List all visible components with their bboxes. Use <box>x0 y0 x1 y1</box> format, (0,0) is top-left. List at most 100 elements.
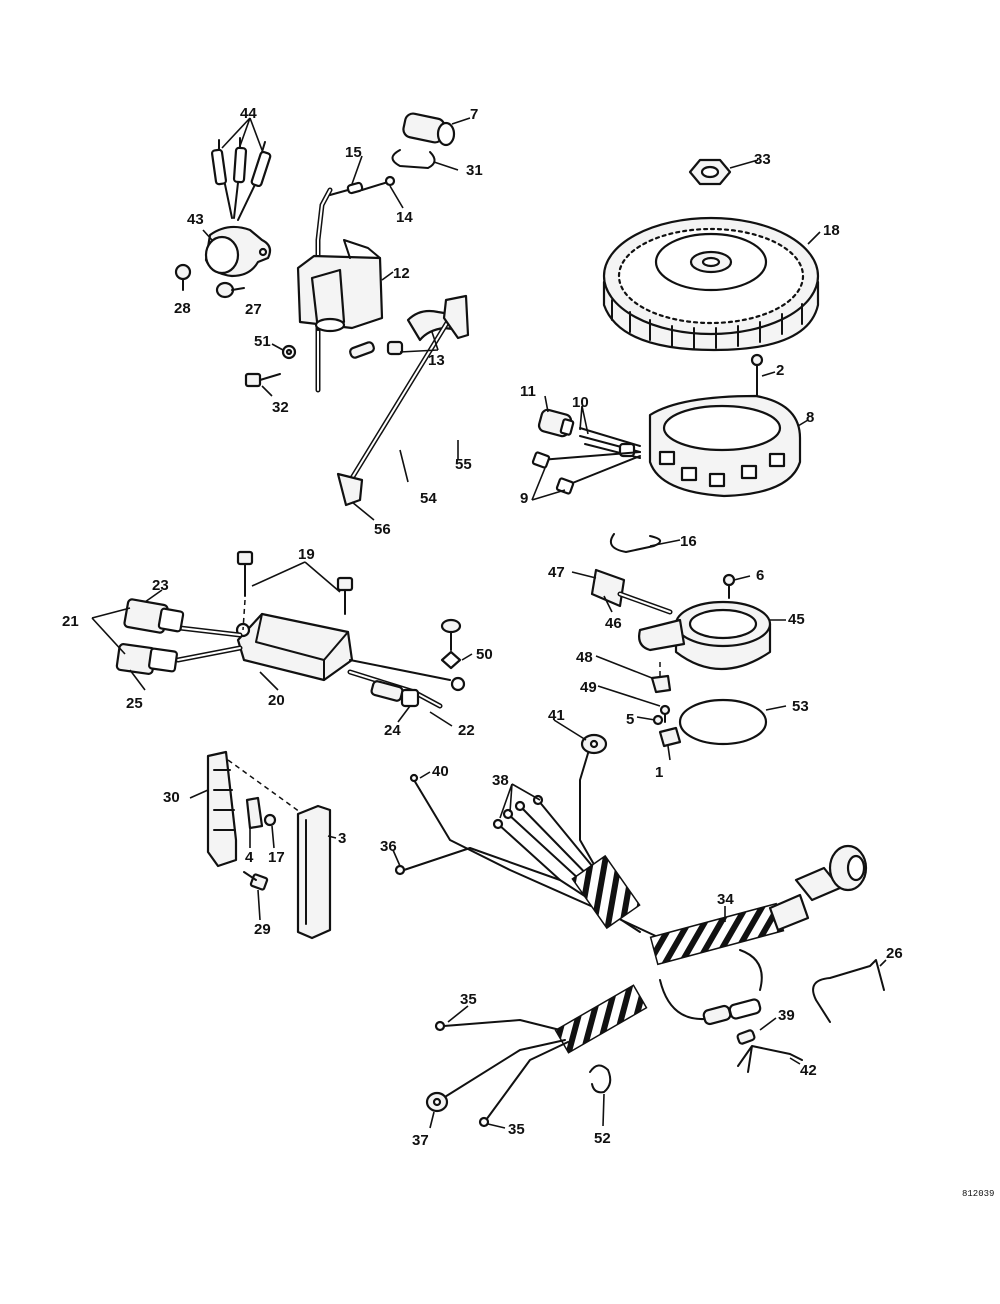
sleeve-13 <box>349 340 404 359</box>
screw-19 <box>236 550 354 615</box>
leader-lines <box>91 117 887 1129</box>
lead-36 <box>394 864 406 876</box>
callout-29: 29 <box>254 921 271 938</box>
screw-29 <box>243 871 269 891</box>
harness-branch-35-37 <box>425 984 648 1128</box>
terminal-block-30 <box>206 750 238 868</box>
connector-46-47 <box>590 568 673 615</box>
coil-lead-wire-15 <box>329 181 364 196</box>
callout-53: 53 <box>792 698 809 715</box>
washer-51 <box>281 344 297 360</box>
callout-36: 36 <box>380 838 397 855</box>
clip-4 <box>245 796 264 830</box>
callout-9: 9 <box>520 490 528 507</box>
fuse-39 <box>736 1029 756 1045</box>
callout-55: 55 <box>455 456 472 473</box>
callout-32: 32 <box>272 399 289 416</box>
callout-50: 50 <box>476 646 493 663</box>
callout-54: 54 <box>420 490 437 507</box>
callout-17: 17 <box>268 849 285 866</box>
callout-16: 16 <box>680 533 697 550</box>
wire-clip-31 <box>391 149 436 169</box>
clip-1 <box>658 726 682 748</box>
callout-12: 12 <box>393 265 410 282</box>
callout-22: 22 <box>458 722 475 739</box>
terminal-9 <box>531 451 641 495</box>
spark-boot-7 <box>402 112 456 147</box>
diagram-code: 812039 <box>962 1189 994 1199</box>
callout-47: 47 <box>548 564 565 581</box>
callout-33: 33 <box>754 151 771 168</box>
stator-8 <box>648 394 802 498</box>
callout-34: 34 <box>717 891 734 908</box>
callout-56: 56 <box>374 521 391 538</box>
plug-cap-55 <box>442 294 470 340</box>
callout-41: 41 <box>548 707 565 724</box>
screw-17 <box>263 813 277 827</box>
callout-19: 19 <box>298 546 315 563</box>
callout-11: 11 <box>520 383 536 400</box>
coil-lead-14 <box>361 175 396 191</box>
screw-6 <box>722 573 736 599</box>
screw-49 <box>659 704 671 723</box>
callout-51: 51 <box>254 333 271 350</box>
callout-2: 2 <box>776 362 784 379</box>
plug-lead-54 <box>349 315 453 481</box>
callout-6: 6 <box>756 567 764 584</box>
callout-40: 40 <box>432 763 449 780</box>
callout-24: 24 <box>384 722 401 739</box>
connector-11 <box>537 408 575 438</box>
connector-21-25 <box>115 643 243 675</box>
screw-27 <box>215 281 245 299</box>
flywheel-18 <box>602 216 820 352</box>
callout-1: 1 <box>655 764 663 781</box>
callout-39: 39 <box>778 1007 795 1024</box>
screw-2 <box>750 353 764 399</box>
callout-26: 26 <box>886 945 903 962</box>
callout-20: 20 <box>268 692 285 709</box>
callout-13: 13 <box>428 352 445 369</box>
callout-38: 38 <box>492 772 509 789</box>
ignition-coil-12 <box>296 187 384 393</box>
cover-3 <box>296 804 332 940</box>
callout-43: 43 <box>187 211 204 228</box>
callout-10: 10 <box>572 394 589 411</box>
callout-46: 46 <box>605 615 622 632</box>
terminal-leads-44 <box>210 137 272 221</box>
timer-base-45 <box>638 600 772 670</box>
lead-40 <box>409 773 421 791</box>
callout-37: 37 <box>412 1132 429 1149</box>
nut-33 <box>688 158 732 186</box>
callout-35b: 35 <box>508 1121 525 1138</box>
callout-3: 3 <box>338 830 346 847</box>
screw-5 <box>652 714 664 726</box>
callout-5: 5 <box>626 711 634 728</box>
screw-28 <box>174 263 192 291</box>
callout-31: 31 <box>466 162 483 179</box>
clip-42 <box>737 1045 803 1073</box>
callout-49: 49 <box>580 679 597 696</box>
clip-16 <box>610 533 661 553</box>
callout-45: 45 <box>788 611 805 628</box>
power-pack-leads-22-24 <box>347 659 466 709</box>
callout-25: 25 <box>126 695 143 712</box>
callout-21: 21 <box>62 613 79 630</box>
wiring-harness-34 <box>403 739 868 1026</box>
bolt-32 <box>244 372 281 388</box>
clip-48 <box>650 662 672 694</box>
connector-21-23 <box>123 598 243 638</box>
callout-23: 23 <box>152 577 169 594</box>
retaining-ring-53 <box>678 698 768 746</box>
callout-28: 28 <box>174 300 191 317</box>
clip-26 <box>812 959 885 1023</box>
callout-42: 42 <box>800 1062 817 1079</box>
callout-4: 4 <box>245 849 254 866</box>
screw-50 <box>440 618 462 670</box>
callout-7: 7 <box>470 106 478 123</box>
tie-52 <box>589 1064 612 1094</box>
power-pack-20 <box>235 612 354 682</box>
solenoid-43 <box>204 225 272 278</box>
callout-48: 48 <box>576 649 593 666</box>
callout-30: 30 <box>163 789 180 806</box>
